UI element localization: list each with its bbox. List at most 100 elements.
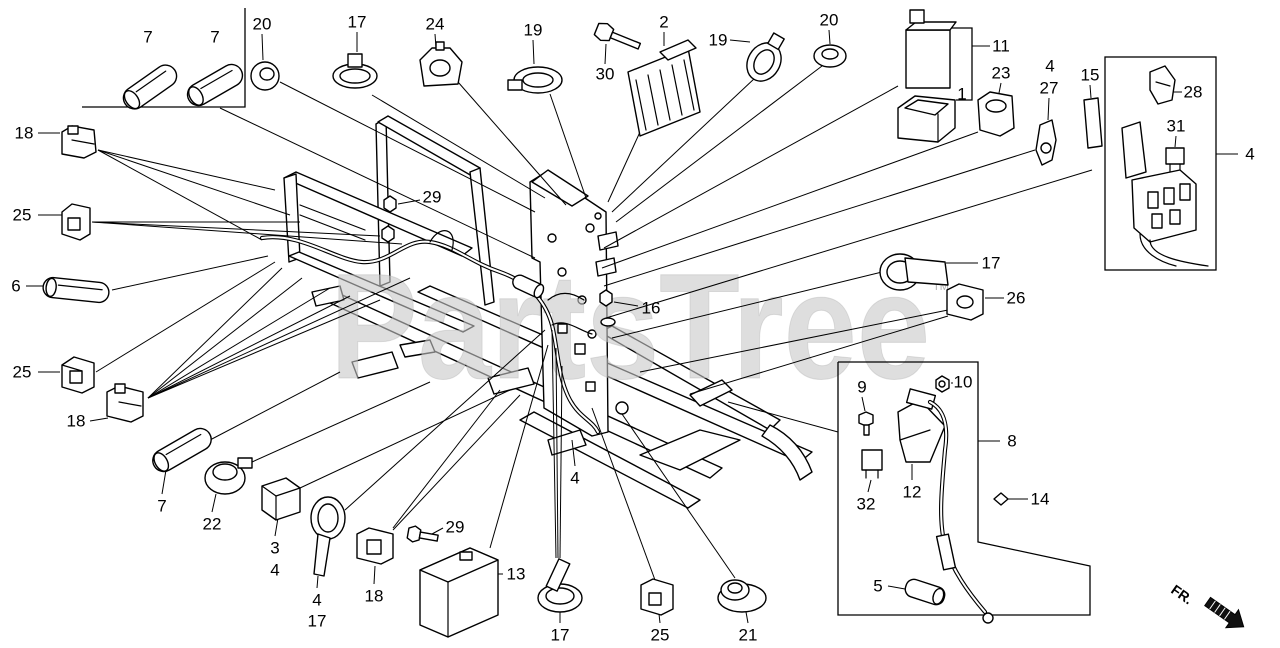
callout-15[interactable]: 15 — [1081, 66, 1100, 85]
callout-4-a[interactable]: 4 — [1045, 57, 1054, 76]
callout-18-b[interactable]: 18 — [67, 412, 86, 431]
callout-32[interactable]: 32 — [857, 495, 876, 514]
part-20-grommet-a — [250, 61, 280, 91]
part-21-cap — [717, 579, 767, 613]
part-17-band-b — [310, 496, 346, 577]
part-18-clip-b — [106, 383, 144, 423]
part-12-fuse-holder — [897, 388, 946, 463]
part-5-terminal-cover — [904, 578, 946, 606]
callout-labels: 7 7 20 17 24 19 30 2 19 20 11 1 23 4 27 … — [11, 11, 1254, 645]
callout-31[interactable]: 31 — [1167, 117, 1186, 136]
part-17-band-c — [537, 558, 583, 613]
callout-4-e[interactable]: 4 — [570, 469, 579, 488]
callout-24[interactable]: 24 — [426, 15, 445, 34]
callout-4-b[interactable]: 4 — [1245, 145, 1254, 164]
callout-8[interactable]: 8 — [1007, 432, 1016, 451]
part-2-regulator — [627, 39, 701, 137]
part-8-battery-cable — [927, 399, 994, 624]
callout-23[interactable]: 23 — [992, 64, 1011, 83]
part-27-clip — [1035, 119, 1057, 166]
callout-4-c[interactable]: 4 — [270, 561, 279, 580]
callout-29-b[interactable]: 29 — [446, 518, 465, 537]
part-6-tube — [42, 276, 110, 304]
part-20-grommet-b — [813, 44, 847, 68]
callout-14[interactable]: 14 — [1031, 490, 1050, 509]
callout-11[interactable]: 11 — [992, 37, 1010, 56]
part-17-clamp-a — [332, 53, 378, 89]
part-29-bolt — [406, 525, 439, 543]
part-7-tube-a — [122, 64, 178, 110]
part-15-label — [1083, 97, 1103, 149]
callout-25-a[interactable]: 25 — [13, 206, 32, 225]
callout-7-c[interactable]: 7 — [157, 497, 166, 516]
part-31-fuse — [1165, 147, 1185, 173]
arrow-right-icon — [1204, 596, 1245, 629]
callout-26[interactable]: 26 — [1007, 289, 1026, 308]
frame-assembly — [283, 115, 813, 509]
callout-5[interactable]: 5 — [873, 577, 882, 596]
callout-4-d[interactable]: 4 — [312, 591, 321, 610]
callout-6[interactable]: 6 — [11, 277, 20, 296]
part-10-nut — [935, 375, 950, 393]
callout-25-b[interactable]: 25 — [13, 363, 32, 382]
callout-21[interactable]: 21 — [739, 626, 758, 645]
callout-17-c[interactable]: 17 — [308, 612, 327, 631]
callout-17-b[interactable]: 17 — [982, 254, 1001, 273]
part-18-clip-a — [61, 125, 97, 159]
callout-12[interactable]: 12 — [903, 483, 922, 502]
bolt-16-icon — [599, 289, 613, 307]
part-25-clip-c — [640, 578, 674, 616]
callout-22[interactable]: 22 — [203, 515, 222, 534]
callout-7-a[interactable]: 7 — [143, 28, 152, 47]
part-1-relay-cover — [897, 95, 956, 143]
callout-16[interactable]: 16 — [642, 299, 661, 318]
callout-19-a[interactable]: 19 — [524, 21, 543, 40]
part-26-clip — [946, 283, 984, 321]
callout-25-c[interactable]: 25 — [651, 626, 670, 645]
callout-18-a[interactable]: 18 — [15, 124, 34, 143]
callout-13[interactable]: 13 — [507, 565, 526, 584]
part-17-band-d — [879, 253, 949, 291]
part-25-clip-b — [61, 356, 95, 394]
callout-28[interactable]: 28 — [1184, 83, 1203, 102]
watermark-text: PartsTree — [330, 242, 930, 410]
part-22-clamp — [204, 457, 253, 495]
part-14-band — [993, 492, 1009, 506]
part-25-clip-a — [61, 203, 91, 241]
part-32-fuse — [861, 449, 883, 479]
callout-7-b[interactable]: 7 — [210, 28, 219, 47]
part-19-clamp-a — [507, 66, 563, 94]
part-9-screw — [858, 411, 874, 436]
part-23-holder — [977, 91, 1015, 137]
callout-2[interactable]: 2 — [659, 13, 668, 32]
part-18-clip-c — [356, 527, 394, 565]
leader-lines — [26, 8, 1238, 624]
callout-17-a[interactable]: 17 — [348, 13, 367, 32]
part-19-clamp-b — [746, 32, 785, 82]
callout-20-a[interactable]: 20 — [253, 15, 272, 34]
callout-9[interactable]: 9 — [857, 378, 866, 397]
callout-18-c[interactable]: 18 — [365, 587, 384, 606]
part-7-tube-b — [186, 63, 244, 107]
part-24-clip — [419, 41, 463, 87]
callout-19-b[interactable]: 19 — [709, 31, 728, 50]
part-11-relay — [905, 9, 957, 89]
callout-17-d[interactable]: 17 — [551, 626, 570, 645]
part-13-control-unit — [419, 547, 499, 638]
wire-harness — [259, 195, 629, 435]
callout-20-b[interactable]: 20 — [820, 11, 839, 30]
callout-1[interactable]: 1 — [957, 85, 966, 104]
callout-29-a[interactable]: 29 — [423, 188, 442, 207]
part-7-tube-c — [152, 427, 212, 473]
callout-3[interactable]: 3 — [270, 539, 279, 558]
direction-label: FR. — [1168, 581, 1196, 607]
bolt-29-icon — [383, 195, 397, 213]
part-30-bolt — [593, 22, 642, 50]
callout-27[interactable]: 27 — [1040, 79, 1059, 98]
callout-10[interactable]: 10 — [954, 373, 973, 392]
front-direction-indicator: FR. — [1168, 581, 1245, 629]
part-3-relay — [261, 477, 301, 521]
part-4-fuse-box — [1121, 121, 1209, 267]
callout-30[interactable]: 30 — [596, 65, 615, 84]
